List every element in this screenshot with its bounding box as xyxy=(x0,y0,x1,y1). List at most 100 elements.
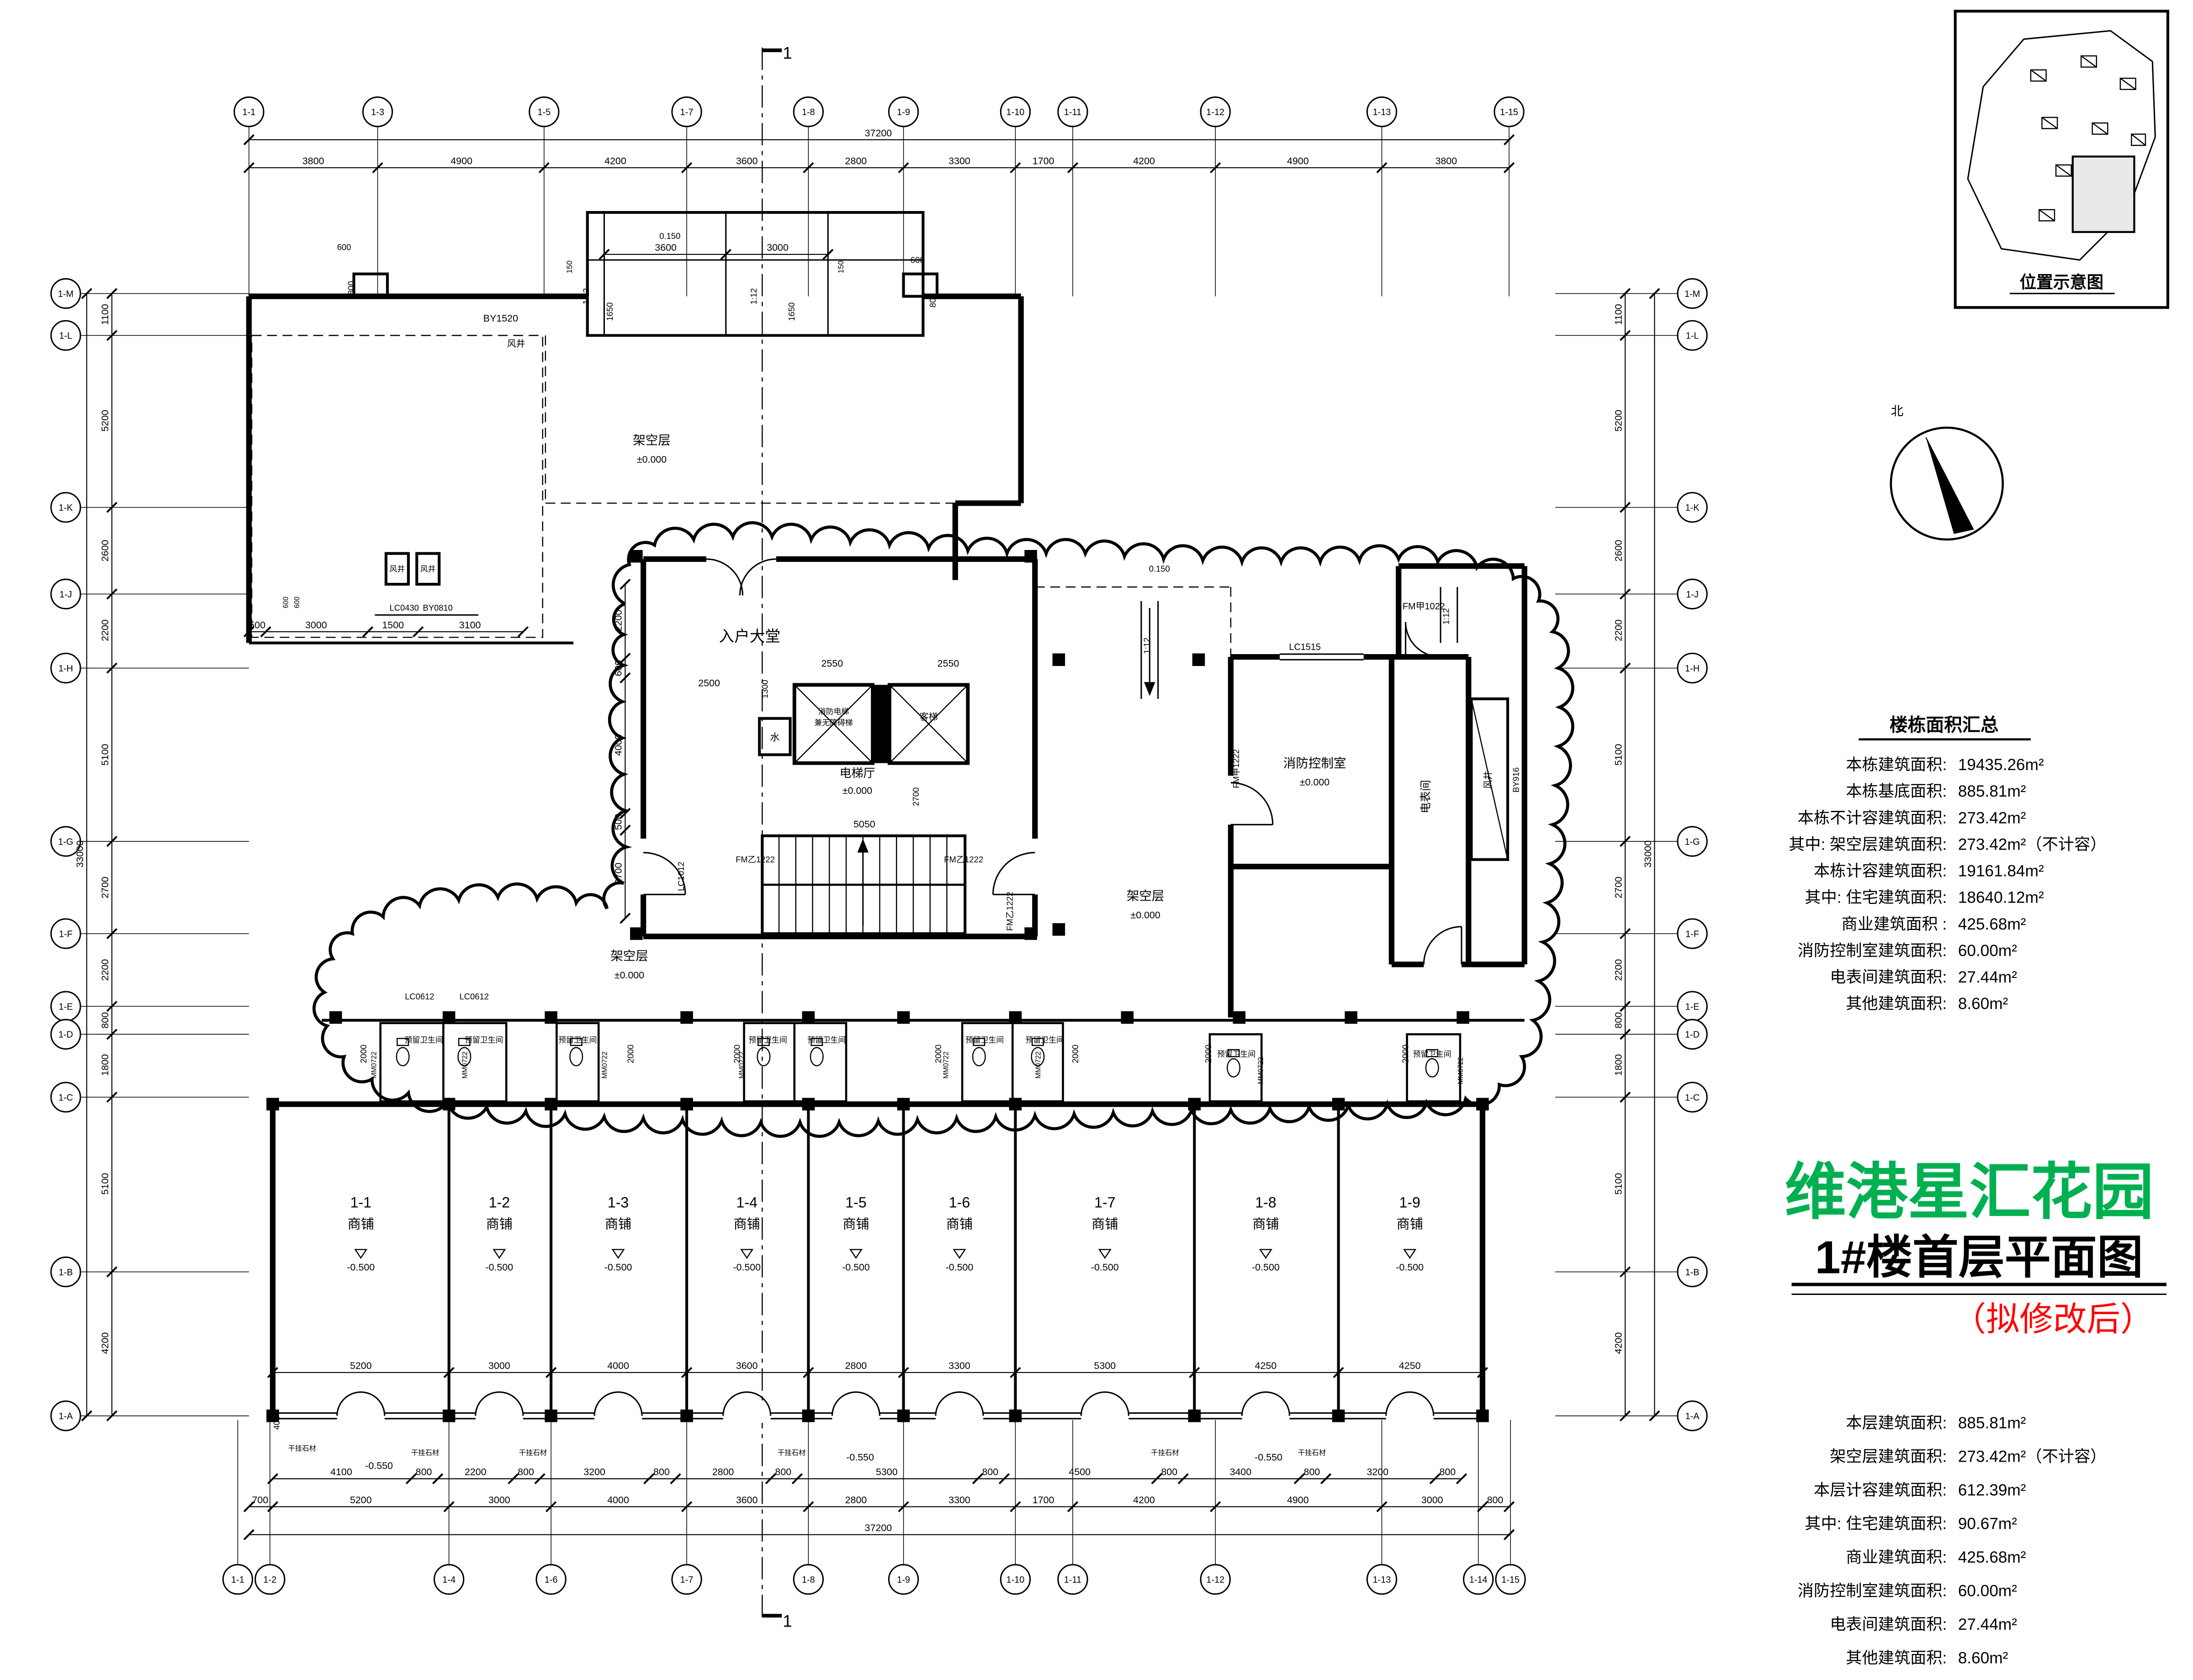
dimension-text: 5100 xyxy=(100,744,111,766)
plan-label: FM乙1222 xyxy=(944,855,983,864)
plan-label: 预留卫生间 xyxy=(1413,1050,1451,1058)
plan-label: MM0722 xyxy=(1035,1051,1043,1079)
column xyxy=(897,1409,910,1422)
svg-text:1-7: 1-7 xyxy=(680,107,694,117)
dimension-text: 2200 xyxy=(100,959,111,981)
svg-text:1-1: 1-1 xyxy=(243,107,256,117)
svg-text:1-F: 1-F xyxy=(1685,929,1699,939)
summary-value: 885.81m² xyxy=(1958,1414,2026,1432)
grid-bubble-1-M: 1-M xyxy=(1677,278,1708,309)
summary-label: 商业建筑面积: xyxy=(1846,1548,1947,1566)
column xyxy=(680,1011,693,1024)
plan-label: 2000 xyxy=(1401,1045,1410,1063)
plan-label: BY1520 xyxy=(483,313,518,324)
shop-number: 1-1 xyxy=(350,1194,371,1211)
plan-label: 600 xyxy=(282,597,290,608)
summary-label: 本栋不计容建筑面积: xyxy=(1798,809,1947,827)
svg-text:1-9: 1-9 xyxy=(897,1575,910,1585)
grid-bubble-1-E: 1-E xyxy=(1677,991,1708,1022)
dimension-text: 800 xyxy=(1440,1467,1456,1478)
plan-geometry xyxy=(246,10,2169,1619)
dimension-text: 4000 xyxy=(607,1495,629,1506)
column xyxy=(630,550,643,563)
room-label-meter-room: 电表间 xyxy=(1420,780,1432,813)
dimension-text: 4900 xyxy=(450,156,472,167)
shop-type-label: 商铺 xyxy=(842,1217,869,1232)
svg-text:1-13: 1-13 xyxy=(1373,1575,1391,1585)
svg-text:1-K: 1-K xyxy=(1685,503,1700,513)
plan-label: BY0810 xyxy=(423,603,452,613)
summary-value: 8.60m² xyxy=(1958,995,2008,1013)
dimension-text: 3000 xyxy=(305,619,327,630)
shop-level: -0.500 xyxy=(842,1262,870,1273)
dimension-text: 4200 xyxy=(1133,1495,1155,1506)
summary-label: 商业建筑面积 : xyxy=(1841,915,1947,933)
grid-bubble-1-11: 1-11 xyxy=(1057,96,1088,127)
dimension-text: 3300 xyxy=(948,156,970,167)
dimension-text: 3800 xyxy=(1435,156,1457,167)
plan-label: MM0722 xyxy=(943,1051,950,1079)
shop-number: 1-5 xyxy=(845,1194,866,1211)
room-label-fire-control: 消防控制室 xyxy=(1283,756,1346,770)
summary-value: 27.44m² xyxy=(1958,968,2017,986)
dimension-text: 5200 xyxy=(350,1360,372,1371)
dimension-text: 4100 xyxy=(330,1467,352,1478)
shop-unit-1-8: 1-8商铺-0.500 xyxy=(1241,1194,1290,1423)
shop-unit-1-5: 1-5 商铺 -0.500 xyxy=(831,1194,881,1423)
svg-text:1-7: 1-7 xyxy=(680,1575,694,1585)
dimension-text: 800 xyxy=(1487,1495,1504,1506)
grid-bubble-1-D: 1-D xyxy=(1677,1019,1708,1050)
revision-note: （拟修改后） xyxy=(1953,1300,2154,1338)
summary-value: 425.68m² xyxy=(1958,1548,2026,1566)
svg-text:1-A: 1-A xyxy=(58,1411,73,1421)
shop-unit-1-7: 1-7商铺-0.500 xyxy=(1080,1194,1129,1423)
plan-label: MM0722 xyxy=(738,1051,746,1079)
shop-unit-1-4: 1-4商铺-0.500 xyxy=(722,1194,772,1423)
svg-text:1-B: 1-B xyxy=(58,1268,73,1278)
shop-unit-1-1: 1-1商铺-0.500 xyxy=(336,1194,386,1423)
toilet-fixture xyxy=(1227,1049,1240,1078)
column xyxy=(630,927,643,940)
toilet-fixture xyxy=(457,1038,471,1067)
grid-bubble-1-8: 1-8 xyxy=(793,1564,824,1595)
grid-bubble-1-B: 1-B xyxy=(1677,1256,1708,1288)
svg-text:1-15: 1-15 xyxy=(1500,107,1518,117)
shop-type-label: 商铺 xyxy=(1252,1217,1279,1232)
grid-bubble-1-13: 1-13 xyxy=(1366,96,1398,127)
dimension-text: 5300 xyxy=(876,1467,898,1478)
svg-text:1-D: 1-D xyxy=(1685,1030,1700,1040)
svg-text:1-H: 1-H xyxy=(1685,664,1700,674)
dimension-text: 800 xyxy=(518,1467,534,1478)
shop-type-label: 商铺 xyxy=(1397,1217,1423,1232)
column xyxy=(266,1098,279,1111)
svg-text:1-D: 1-D xyxy=(58,1030,73,1040)
grid-bubble-1-G: 1-G xyxy=(50,826,81,857)
summary-value: 273.42m² xyxy=(1958,809,2026,827)
grid-bubble-1-14: 1-14 xyxy=(1463,1564,1494,1595)
grid-bubble-1-A: 1-A xyxy=(1677,1400,1708,1432)
summary-label: 本栋基底面积: xyxy=(1846,782,1947,800)
column xyxy=(442,1011,456,1024)
dimension-text: 2700 xyxy=(1613,877,1624,898)
dimension-text: 5100 xyxy=(1613,744,1624,766)
shop-unit-1-6: 1-6商铺-0.500 xyxy=(935,1194,984,1423)
plan-label: ±0.000 xyxy=(1300,777,1330,788)
plan-label: 2000 xyxy=(626,1045,636,1063)
column xyxy=(1121,1011,1134,1024)
summary-label: 电表间建筑面积: xyxy=(1830,968,1947,986)
dimension-text: 800 xyxy=(982,1467,998,1478)
dimension-text: 2600 xyxy=(100,540,111,562)
toilet-fixture xyxy=(1425,1049,1439,1078)
room-label-open-floor: 架空层 xyxy=(633,433,671,447)
svg-text:1-13: 1-13 xyxy=(1373,107,1391,117)
svg-text:1-15: 1-15 xyxy=(1501,1575,1520,1585)
dimension-text: 2800 xyxy=(712,1467,734,1478)
svg-text:1-9: 1-9 xyxy=(897,107,910,117)
column xyxy=(802,1098,815,1111)
plan-label: MM0722 xyxy=(370,1051,378,1079)
shop-number: 1-6 xyxy=(949,1194,970,1211)
plan-label: 预留卫生间 xyxy=(807,1036,846,1045)
shop-type-label: 商铺 xyxy=(486,1217,513,1232)
svg-text:1-L: 1-L xyxy=(1686,331,1699,341)
grid-bubble-1-L: 1-L xyxy=(1677,320,1708,351)
